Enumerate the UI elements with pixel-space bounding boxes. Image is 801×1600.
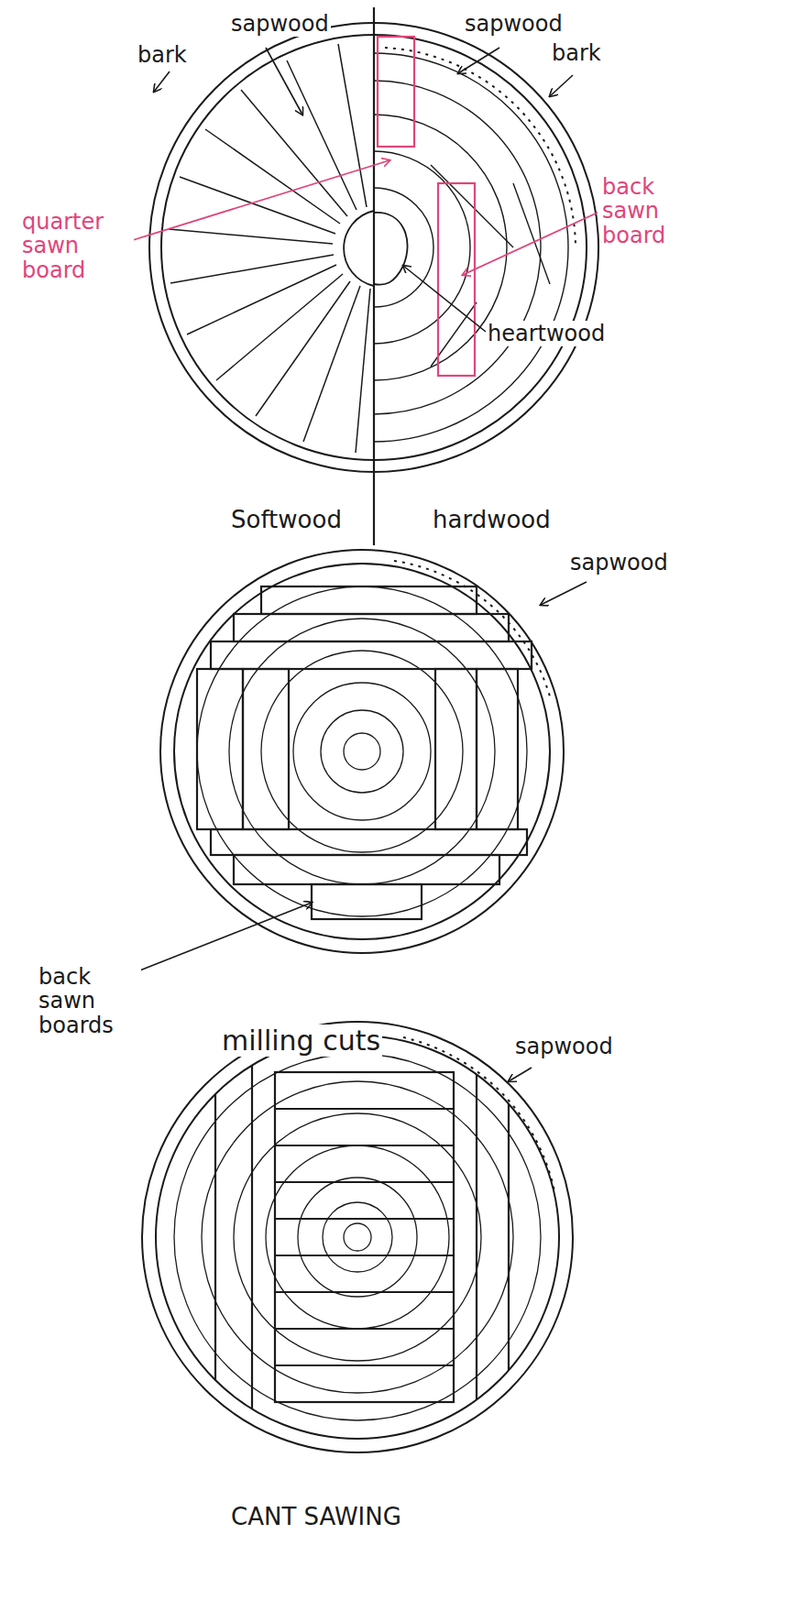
back-sawn-board [438,183,475,376]
section-label: hardwood [430,505,553,535]
part-label: heartwood [485,320,607,347]
part-label: sapwood [568,549,670,576]
leader-lines [137,47,587,1082]
quarter-sawn-board [377,36,415,147]
section-label: milling cuts [219,1024,383,1057]
pink-leader-lines [132,160,598,275]
section-label: Softwood [229,505,344,535]
section-label: CANT SAWING [229,1503,404,1532]
log-cross-section [160,549,564,954]
part-label: sapwood [229,10,331,37]
part-label: sapwood [513,1033,615,1060]
part-label: quarter sawn board [20,208,134,284]
part-label: sapwood [462,10,565,37]
part-label: bark [135,42,189,68]
part-label: bark [549,40,604,66]
log-cross-section [149,7,599,546]
part-label: back sawn board [600,174,710,249]
log-cross-section [142,1008,573,1467]
part-label: back sawn boards [36,964,142,1039]
